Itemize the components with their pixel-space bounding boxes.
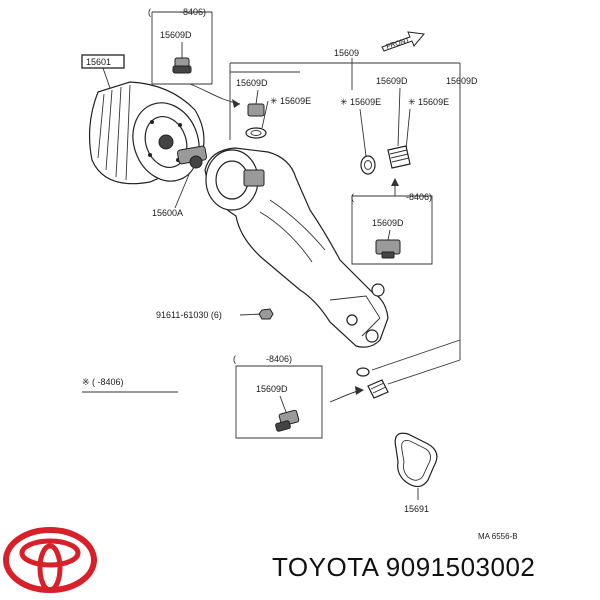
leader-bolt <box>239 313 263 316</box>
front-arrow <box>381 31 425 52</box>
arrow-head-top <box>232 99 240 108</box>
part-label-15609d-a: 15609D <box>236 78 268 88</box>
union-bolt-15600a <box>176 145 208 169</box>
plug-15609d-low <box>275 409 300 432</box>
box-right <box>351 195 433 265</box>
arrow-head-low <box>355 386 364 395</box>
note-label: ※ ( -8406) <box>82 377 124 387</box>
part-label-15609: 15609 <box>334 48 359 58</box>
range-mid-label: -8406) <box>406 192 432 202</box>
part-label-15609d-top: 15609D <box>160 30 192 40</box>
plug-top <box>172 57 192 74</box>
front-label: FRONT <box>386 37 412 51</box>
leader-15609e-b <box>359 108 367 157</box>
part-label-15609e-b: ✳ 15609E <box>340 97 381 107</box>
leader-15609e-a <box>261 100 269 129</box>
part-label-15600a: 15600A <box>152 208 183 218</box>
spring-15609d-b <box>387 145 411 169</box>
plug-15609d-mid <box>375 239 401 259</box>
leader-15601 <box>102 67 111 89</box>
oil-filter-bracket <box>204 147 389 348</box>
box-mid-bracket <box>229 71 300 140</box>
plug-15609d-a <box>247 103 265 117</box>
gasket-15691 <box>394 432 438 488</box>
leader-15600a <box>174 171 191 209</box>
range-top-open: ( <box>148 7 151 17</box>
leader-15609d-mid <box>387 229 391 241</box>
range-low-open: ( <box>233 354 236 364</box>
gasket-low <box>356 367 370 377</box>
toyota-logo <box>3 527 97 593</box>
gasket-15609e-a <box>245 127 267 139</box>
leader-15609d-low <box>279 395 287 413</box>
brand-part-number: TOYOTA 9091503002 <box>272 552 536 582</box>
spring-low <box>367 379 389 399</box>
bolt-nut <box>258 308 274 320</box>
range-low-label: -8406) <box>266 354 292 364</box>
part-label-15609d-c: 15609D <box>446 76 478 86</box>
reference-code: MA 6556-B <box>478 532 518 541</box>
part-label-15601: 15601 <box>86 57 111 67</box>
leader-15609d-b <box>397 87 401 147</box>
part-label-15691: 15691 <box>404 504 429 514</box>
oil-filter <box>88 81 205 185</box>
box-low <box>235 365 323 439</box>
part-label-15609d-low: 15609D <box>256 384 288 394</box>
leader-gasket-low <box>371 339 461 371</box>
part-label-15609e-c: ✳ 15609E <box>408 97 449 107</box>
range-top-label: -8406) <box>180 7 206 17</box>
part-label-15609d-mid: 15609D <box>372 218 404 228</box>
part-label-15609e-a: ✳ 15609E <box>270 96 311 106</box>
leader-spring-low <box>387 359 461 385</box>
bolt-label: 91611-61030 (6) <box>156 310 222 320</box>
part-label-15609d-b: 15609D <box>376 76 408 86</box>
arrow-head-right-box <box>391 178 399 186</box>
range-mid-open: ( <box>351 192 354 202</box>
box-top-bracket <box>151 12 212 85</box>
leader-15609e-c <box>405 108 411 151</box>
gasket-15609e-b <box>360 155 376 175</box>
leader-15609d-a <box>255 89 259 105</box>
